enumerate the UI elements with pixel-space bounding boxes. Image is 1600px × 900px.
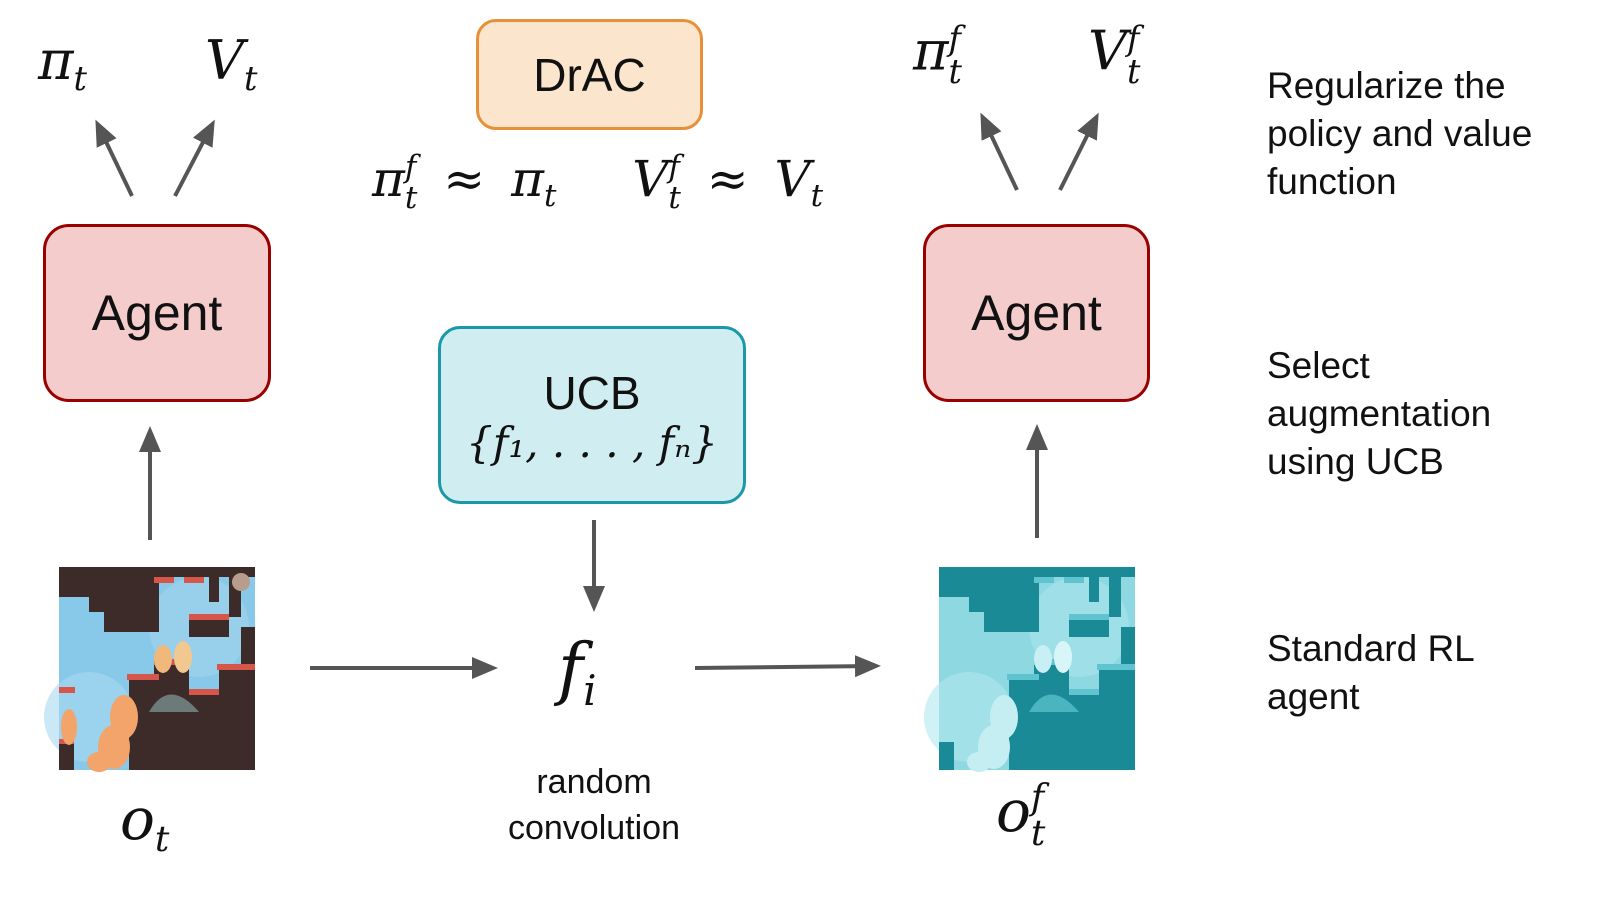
observation-image xyxy=(44,567,255,772)
standard-rl-description: Standard RL agent xyxy=(1267,628,1475,717)
drac-box: DrAC xyxy=(476,19,703,130)
drac-label: DrAC xyxy=(533,48,646,101)
augmentation-function: fi xyxy=(558,630,597,716)
ucb-title: UCB xyxy=(543,367,641,419)
policy-term: πt xyxy=(511,150,557,214)
augmentation-set: {f₁, . . . , fₙ} xyxy=(466,418,718,467)
arrow-left-to-pi xyxy=(95,119,134,197)
left-policy-label: πt xyxy=(38,29,87,98)
value-term: Vt xyxy=(774,150,824,214)
regularize-description: Regularize the policy and value function xyxy=(1267,65,1533,202)
right-agent-box: Agent xyxy=(923,224,1150,402)
arrow-right-to-pi xyxy=(980,112,1019,191)
left-agent-label: Agent xyxy=(91,285,223,341)
observation-label: ot xyxy=(120,785,170,860)
ucb-box: UCB {f₁, . . . , fₙ} xyxy=(438,326,746,504)
arrow-left-to-v xyxy=(173,119,215,197)
transform-caption: random convolution xyxy=(507,763,680,847)
select-augmentation-description: Select augmentation using UCB xyxy=(1267,345,1492,482)
left-value-label: Vt xyxy=(205,29,258,98)
arrow-fi-to-aug-obs xyxy=(694,655,881,678)
right-agent-label: Agent xyxy=(971,285,1102,341)
arrow-right-to-v xyxy=(1058,112,1099,191)
augmented-observation-image xyxy=(924,567,1135,772)
left-agent-box: Agent xyxy=(43,224,271,402)
